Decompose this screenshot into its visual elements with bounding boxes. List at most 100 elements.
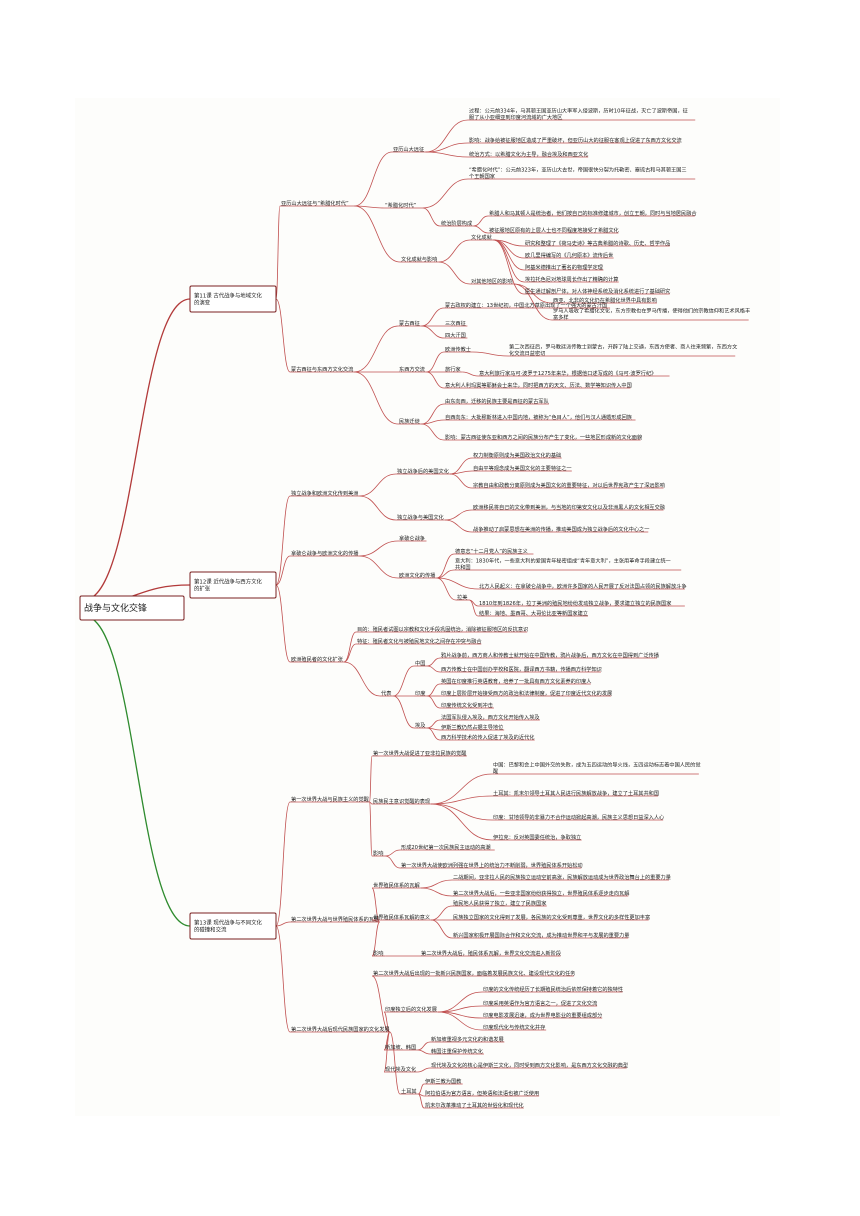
leaf-node: 中国：巴黎和会上中国外交的失败，成为五四运动的导火线，五四运动标志着中国人民的觉… <box>492 760 701 775</box>
leaf-node: 伊斯兰教仍然占据主导地位 <box>440 723 505 731</box>
section-node: 欧洲殖民者的文化扩张 <box>290 655 344 663</box>
node-text: 意大利旅行家马可·波罗于1275年来华，根据他口述写成的《马可·波罗行纪》 <box>479 369 656 377</box>
connector <box>343 631 357 663</box>
leaf-node: 二战期间，亚非拉人民的民族独立运动空前高涨，民族解放运动成为世界政治舞台上的重要… <box>452 873 671 881</box>
connector <box>393 695 415 729</box>
leaf-node: 印度现代化与传统文化并存 <box>482 1023 547 1031</box>
subsection-node: 民族民主意识觉醒的表现 <box>372 797 432 805</box>
leaf-node: 印度：甘地领导的非暴力不合作运动掀起高潮，民族主义思想日益深入人心 <box>492 813 664 821</box>
subsection-node: 中国 <box>414 659 428 667</box>
subsection-node: 现代埃及文化 <box>384 1065 418 1073</box>
connector <box>418 1083 425 1095</box>
node-text: 第二次世界大战后，殖民体系瓦解，世界文化交流进入新阶段 <box>421 949 561 957</box>
subsection-node: 独立战争与美国文化 <box>396 513 445 521</box>
leaf-node: 印度的文化传统经历了长期殖民统治后依然保持着它的独特性 <box>482 985 623 993</box>
connector <box>421 423 445 441</box>
node-text: 化交流日益密切 <box>509 349 545 357</box>
connector <box>275 298 291 373</box>
node-text: 自由平等观念成为美国文化的主要特征之一 <box>473 464 572 472</box>
node-text: 第一次世界大战使欧洲列强在世界上的统治力不断削弱，世界殖民体系开始松动 <box>401 861 583 869</box>
node-text: 统治阶层构成 <box>441 219 472 227</box>
node-text: 独立战争与美国文化 <box>397 513 444 521</box>
subsection-node: “希腊化时代” <box>384 201 423 209</box>
node-text: 韩国注重保护传统文化 <box>431 1047 483 1055</box>
node-text: 影响：战争给被征服地区造成了严重破坏，但亚历山大的征服在客观上促进了东西方文化交… <box>469 136 682 144</box>
leaf-node: 意大利人利玛窦等耶稣会士来华，同时把西方的天文、历法、数学等知识传入中国 <box>444 381 632 389</box>
connector <box>427 657 441 667</box>
connector <box>426 351 445 373</box>
leaf-node: 凯末尔改革推动了土耳其的世俗化和现代化 <box>424 1101 524 1109</box>
connector <box>275 921 291 927</box>
connector <box>275 495 291 586</box>
connector <box>275 925 291 1033</box>
connector <box>444 519 473 533</box>
box-text: 战争与文化交锋 <box>84 602 147 614</box>
node-text: 过程：公元前334年，马其顿王国亚历山大率军入侵波斯，历时10年征战，灭亡了波斯… <box>469 106 688 114</box>
leaf-node: 四大汗国 <box>444 331 468 339</box>
leaf-node: 阿拉伯语为官方语言，但英语和法语也被广泛使用 <box>424 1089 539 1097</box>
connector <box>343 661 381 697</box>
subsection-node: 旅行家 <box>444 365 463 373</box>
node-text: 由东向西，迁移的民族主要是西征的蒙古军队 <box>445 397 550 405</box>
leaf-node: 印度采用英语作为官方语言之一，促进了文化交流 <box>482 999 597 1007</box>
connector <box>420 879 453 889</box>
connector <box>343 643 357 663</box>
leaf-node: 医生通过解剖尸体，对人体神经系统及消化系统进行了基础研究 <box>524 287 670 295</box>
section-node: 蒙古西征与东西方文化交流 <box>290 365 355 373</box>
leaf-node: 德意志“十二月党人”的民族主义 <box>454 547 534 555</box>
connector <box>418 1093 425 1109</box>
connector <box>389 1031 401 1095</box>
leaf-node: 民族独立国家的文化得到了发展，各民族的文化受到尊重，世界文化的多样性更加丰富 <box>452 913 650 921</box>
leaf-node: 现代埃及文化的核心是伊斯兰文化，同时受到西方文化影响，是东西方文化交融的典型 <box>430 1061 628 1069</box>
leaf-node: 1810年到1826年，拉丁美洲的殖民地纷纷发动独立战争，要求建立独立的民族国家 <box>478 599 685 607</box>
node-text: “希腊化时代” <box>385 201 417 209</box>
node-text: 文化成就与影响 <box>401 255 437 263</box>
connector <box>421 307 445 327</box>
leaf-node: 结果：海地、墨西哥、大哥伦比亚等新国家建立 <box>478 609 589 617</box>
connector <box>385 849 401 857</box>
leaf-node: 印度电影发展迅速，成为世界电影业的重要组成部分 <box>482 1011 602 1019</box>
node-text: 对其他地区的影响 <box>471 277 513 285</box>
node-text: 东西方交流 <box>399 365 425 373</box>
node-text: 四大汗国 <box>445 331 466 339</box>
leaf-node: 欧洲移民将自己的文化带到美洲，与当地的印第安文化以及非洲黑人的文化相互交融 <box>472 503 665 511</box>
node-text: 战争推动了启蒙思想在美洲的传播，推动美国成为独立战争后的文化中心之一 <box>473 525 649 533</box>
connector <box>371 921 381 957</box>
connector <box>354 371 399 425</box>
box-text: 第13课 现代战争与不同文化 <box>194 918 262 926</box>
connector <box>371 887 381 923</box>
leaf-node: 韩国注重保护传统文化 <box>430 1047 484 1055</box>
connector <box>369 801 373 805</box>
connector <box>369 755 373 803</box>
connector <box>473 225 489 234</box>
node-text: 服了从小亚细亚到印度河流域的广大地区 <box>469 113 562 121</box>
node-text: 凯末尔改革推动了土耳其的世俗化和现代化 <box>425 1101 524 1109</box>
leaf-node: 西亚、北非的文化仍在希腊化世界中具有影响 <box>552 296 657 304</box>
node-text: 伊斯兰教为国教 <box>425 1077 462 1085</box>
node-text: 影响 <box>373 949 383 957</box>
connector <box>385 855 401 869</box>
node-text: 现代埃及文化的核心是伊斯兰文化，同时受到西方文化影响，是东西方文化交融的典型 <box>431 1061 628 1069</box>
node-text: 拉美 <box>457 593 467 601</box>
box-text: 的碰撞和交流 <box>194 925 227 933</box>
node-text: 印度传统文化受到冲击 <box>441 701 493 709</box>
connector <box>438 239 471 263</box>
node-text: 西方传教士在中国创办学校和医院，翻译西方书籍，传播西方科学知识 <box>441 665 602 673</box>
connector <box>438 261 471 285</box>
subsection-node: 文化成就与影响 <box>400 255 439 263</box>
section-node: 亚历山大远征与“希腊化时代” <box>280 199 355 207</box>
connector <box>371 975 391 1033</box>
connector <box>449 470 473 475</box>
connector <box>421 403 445 425</box>
leaf-node: 权力制衡原则成为美国政治文化的基础 <box>472 451 562 459</box>
box-frame <box>189 285 277 313</box>
connector <box>417 1049 431 1055</box>
leaf-node: 蒙古政权的建立：13世纪初，中国北方草原出现了一个强大的蒙古汗国 <box>444 301 611 309</box>
leaf-node: 欧几里得编写的《几何原本》流传后世 <box>524 251 614 259</box>
node-text: 第一次世界大战促进了亚非拉民族的觉醒 <box>373 749 466 757</box>
node-text: 希腊人和马其顿人是统治者，他们按自己的标准修建城市，创立王朝，同时与当地居民融合 <box>489 209 697 217</box>
subsection-node: 世界殖民体系的瓦解 <box>372 881 421 889</box>
connector <box>275 584 291 663</box>
node-text: 影响 <box>373 849 383 857</box>
